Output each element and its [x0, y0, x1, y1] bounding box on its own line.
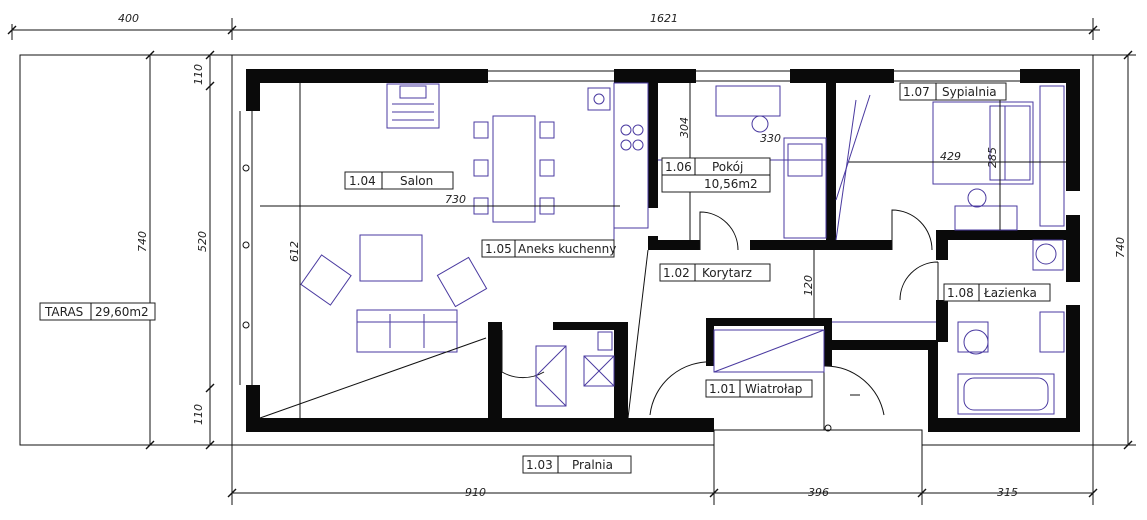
- pralnia-label-box: [522, 455, 632, 474]
- lazienka-name: Łazienka: [983, 286, 1037, 300]
- sypialnia-label-box: [899, 82, 1007, 101]
- wiatrolap-name: Wiatrołap: [745, 382, 802, 396]
- terrace-label: TARAS: [44, 305, 83, 319]
- dim-bottom-a: 910: [465, 486, 486, 499]
- salon-number: 1.04: [349, 174, 376, 188]
- lazienka-number: 1.08: [947, 286, 974, 300]
- sypialnia-number: 1.07: [903, 85, 930, 99]
- dim-top-overall: 1621: [650, 12, 678, 25]
- dim-korytarz-width: 120: [802, 275, 815, 296]
- salon-name: Salon: [400, 174, 433, 188]
- dim-salon-depth: 612: [288, 241, 301, 262]
- korytarz-number: 1.02: [663, 266, 690, 280]
- pralnia-name: Pralnia: [572, 458, 613, 472]
- dim-left-terrace: 740: [136, 231, 149, 252]
- aneks-number: 1.05: [485, 242, 512, 256]
- lazienka-label-box: [943, 283, 1051, 302]
- dim-pokoj-height: 304: [678, 117, 691, 138]
- terrace-label-box: TARAS 29,60m2: [39, 302, 156, 321]
- terrace-area: 29,60m2: [95, 305, 149, 319]
- aneks-name: Aneks kuchenny: [518, 242, 616, 256]
- windows-and-doors: [239, 70, 1020, 432]
- walls: [231, 54, 1094, 446]
- dim-top-terrace: 400: [118, 12, 139, 25]
- pokoj-number: 1.06: [665, 160, 692, 174]
- wiatrolap-number: 1.01: [709, 382, 736, 396]
- dim-left-mid: 520: [196, 231, 209, 252]
- dim-salon-width: 730: [445, 193, 466, 206]
- korytarz-label-box: [659, 263, 771, 282]
- korytarz-name: Korytarz: [702, 266, 752, 280]
- pokoj-area: 10,56m2: [704, 177, 758, 191]
- wiatrolap-label-box: [705, 379, 813, 398]
- dim-bottom-c: 315: [997, 486, 1018, 499]
- room-labels: 1.04 Salon 1.05 Aneks kuchenny 1.06 Pokó…: [344, 82, 1051, 474]
- dim-left-top: 110: [192, 64, 205, 85]
- dim-right-overall: 740: [1114, 237, 1127, 258]
- dim-sypialnia-height: 285: [986, 147, 999, 168]
- dim-sypialnia-width: 429: [940, 150, 961, 163]
- dim-bottom-b: 396: [808, 486, 829, 499]
- sypialnia-name: Sypialnia: [942, 85, 997, 99]
- dim-pokoj-width: 330: [760, 132, 781, 145]
- pralnia-number: 1.03: [526, 458, 553, 472]
- pokoj-name: Pokój: [712, 160, 743, 174]
- dimension-lines: [7, 18, 1136, 505]
- dim-left-bottom: 110: [192, 404, 205, 425]
- salon-label-box: [344, 171, 454, 190]
